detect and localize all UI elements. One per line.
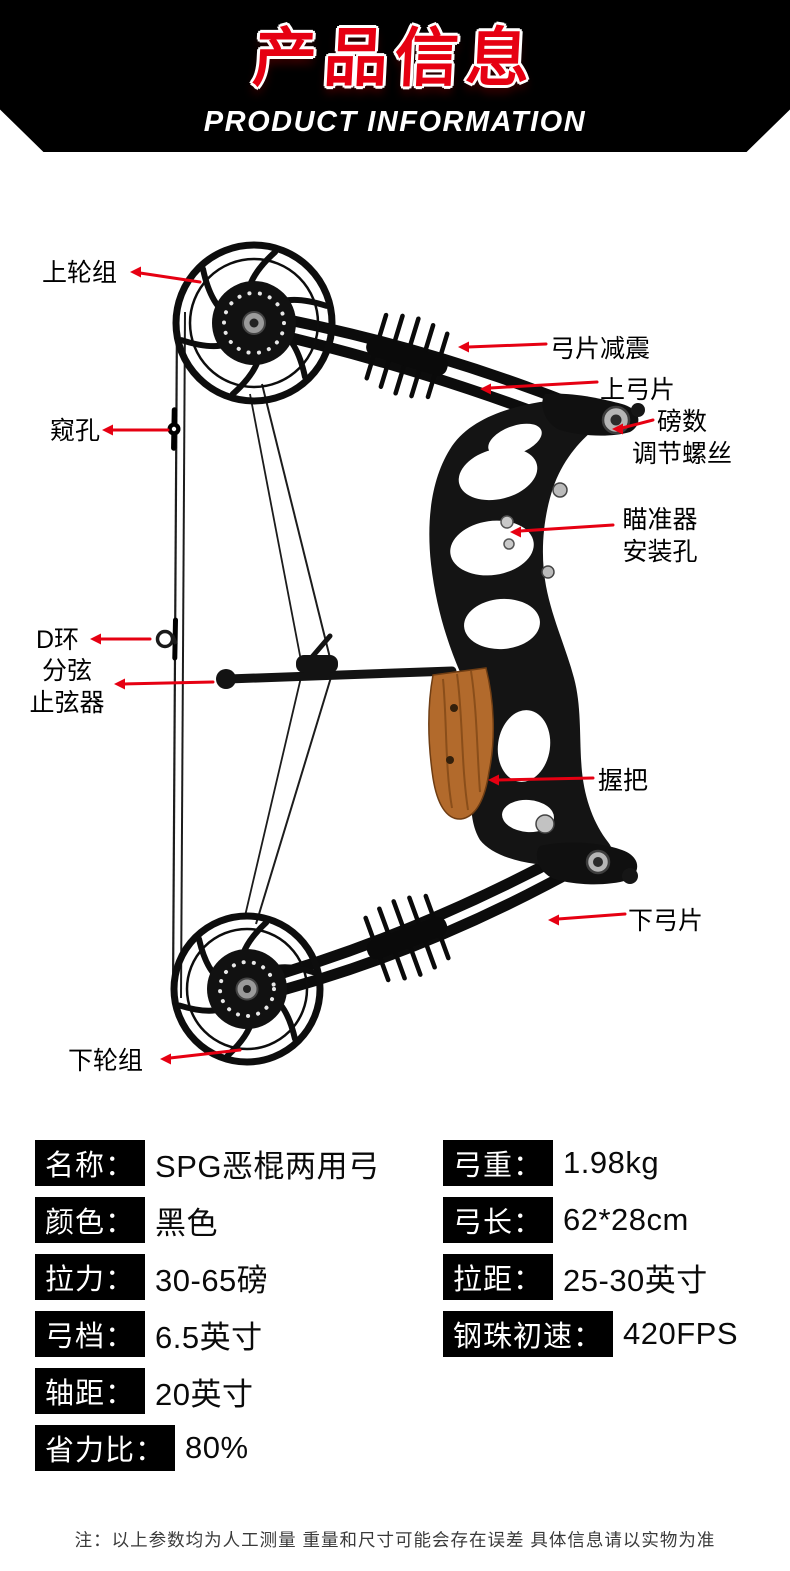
label-sight-holes: 瞄准器 安装孔 [616,504,704,568]
spec-row-brace-height: 弓档： 6.5英寸 [35,1311,379,1357]
callout-arrow-d-ring [90,633,152,645]
d-ring-drawing [155,617,178,661]
spec-row-axle-length: 轴距： 20英寸 [35,1368,379,1414]
spec-row-bow-weight: 弓重： 1.98kg [443,1140,738,1186]
label-limb-dampener: 弓片减震 [550,335,651,363]
spec-label: 弓重： [443,1140,554,1186]
spec-value: 62*28cm [563,1202,689,1237]
spec-value: 20英寸 [155,1376,254,1412]
spec-label: 拉距： [443,1254,554,1300]
label-grip: 握把 [598,767,649,795]
spec-label: 颜色： [35,1197,146,1243]
string-stop-tip [216,669,236,689]
spec-row-color: 颜色： 黑色 [35,1197,379,1243]
spec-row-bow-length: 弓长： 62*28cm [443,1197,738,1243]
callout-arrow-string-stop [114,678,215,690]
spec-row-draw-weight: 拉力： 30-65磅 [35,1254,379,1300]
label-poundage-screw: 磅数 调节螺丝 [626,406,738,470]
spec-row-draw-length: 拉距： 25-30英寸 [443,1254,738,1300]
label-bottom-cam: 下轮组 [68,1047,144,1075]
label-string-stop-line1: 分弦 [41,657,92,685]
bow-diagram: 上轮组 弓片减震 上弓片 磅数 调节螺丝 窥孔 瞄准器 安装孔 D环 分弦 止弦… [0,152,790,1130]
label-poundage-line1: 磅数 [656,408,707,436]
spec-section: 名称： SPG恶棍两用弓 颜色： 黑色 拉力： 30-65磅 弓档： 6.5英寸… [0,1132,790,1502]
callout-arrow-bottom-cam [160,1048,242,1065]
callout-arrow-lower-limb [548,912,627,926]
label-sight-line2: 安装孔 [622,538,698,566]
callout-arrow-upper-limb [480,380,599,395]
callout-arrows [90,266,655,1065]
spec-label: 弓档： [35,1311,146,1357]
label-sight-line1: 瞄准器 [622,506,698,534]
spec-label: 轴距： [35,1368,146,1414]
page-subtitle: PRODUCT INFORMATION [203,106,587,138]
spec-label: 弓长： [443,1197,554,1243]
spec-row-ball-speed: 钢珠初速： 420FPS [443,1311,738,1357]
spec-column-left: 名称： SPG恶棍两用弓 颜色： 黑色 拉力： 30-65磅 弓档： 6.5英寸… [35,1140,379,1471]
label-upper-limb: 上弓片 [600,376,676,404]
callout-arrow-poundage [612,418,655,435]
spec-row-name: 名称： SPG恶棍两用弓 [35,1140,379,1186]
label-string-stop-line2: 止弦器 [29,689,105,717]
label-top-cam: 上轮组 [42,259,118,287]
spec-value: 25-30英寸 [563,1262,708,1298]
spec-label: 省力比： [35,1425,176,1471]
label-d-ring: D环 [36,626,80,654]
sight-mount-hole [503,538,515,550]
label-poundage-line2: 调节螺丝 [631,440,732,468]
bow-illustration [90,241,655,1066]
grip-drawing [428,667,494,820]
header-banner: 产品信息 PRODUCT INFORMATION [0,0,790,152]
spec-value: 6.5英寸 [155,1319,263,1355]
label-lower-limb: 下弓片 [628,907,704,935]
disclaimer-note: 注：以上参数均为人工测量 重量和尺寸可能会存在误差 具体信息请以实物为准 [74,1530,716,1550]
arrow-rest-drawing [216,633,457,689]
label-peep: 窥孔 [50,417,101,445]
limb-pockets-drawing [536,393,645,885]
callout-arrow-grip [488,774,595,786]
spec-value: 420FPS [623,1316,739,1351]
spec-column-right: 弓重： 1.98kg 弓长： 62*28cm 拉距： 25-30英寸 钢珠初速：… [443,1140,738,1357]
bottom-cam-drawing [170,912,324,1066]
peep-sight-drawing [167,407,181,451]
callout-arrow-limb-dampener [458,341,548,353]
callout-arrow-sight-holes [510,523,615,538]
spec-label: 名称： [35,1140,146,1186]
spec-row-letoff: 省力比： 80% [35,1425,379,1471]
spec-label: 钢珠初速： [443,1311,614,1357]
top-cam-drawing [172,241,336,405]
spec-label: 拉力： [35,1254,146,1300]
spec-value: SPG恶棍两用弓 [155,1148,380,1184]
sight-mount-hole [500,515,514,529]
callout-arrow-top-cam [130,266,202,284]
callout-arrow-peep [102,424,170,436]
spec-value: 黑色 [155,1205,219,1241]
page-title: 产品信息 [250,22,539,94]
spec-value: 1.98kg [563,1145,660,1180]
spec-value: 80% [185,1430,249,1465]
spec-value: 30-65磅 [155,1262,269,1298]
label-string-stop: 分弦 止弦器 [24,655,110,719]
